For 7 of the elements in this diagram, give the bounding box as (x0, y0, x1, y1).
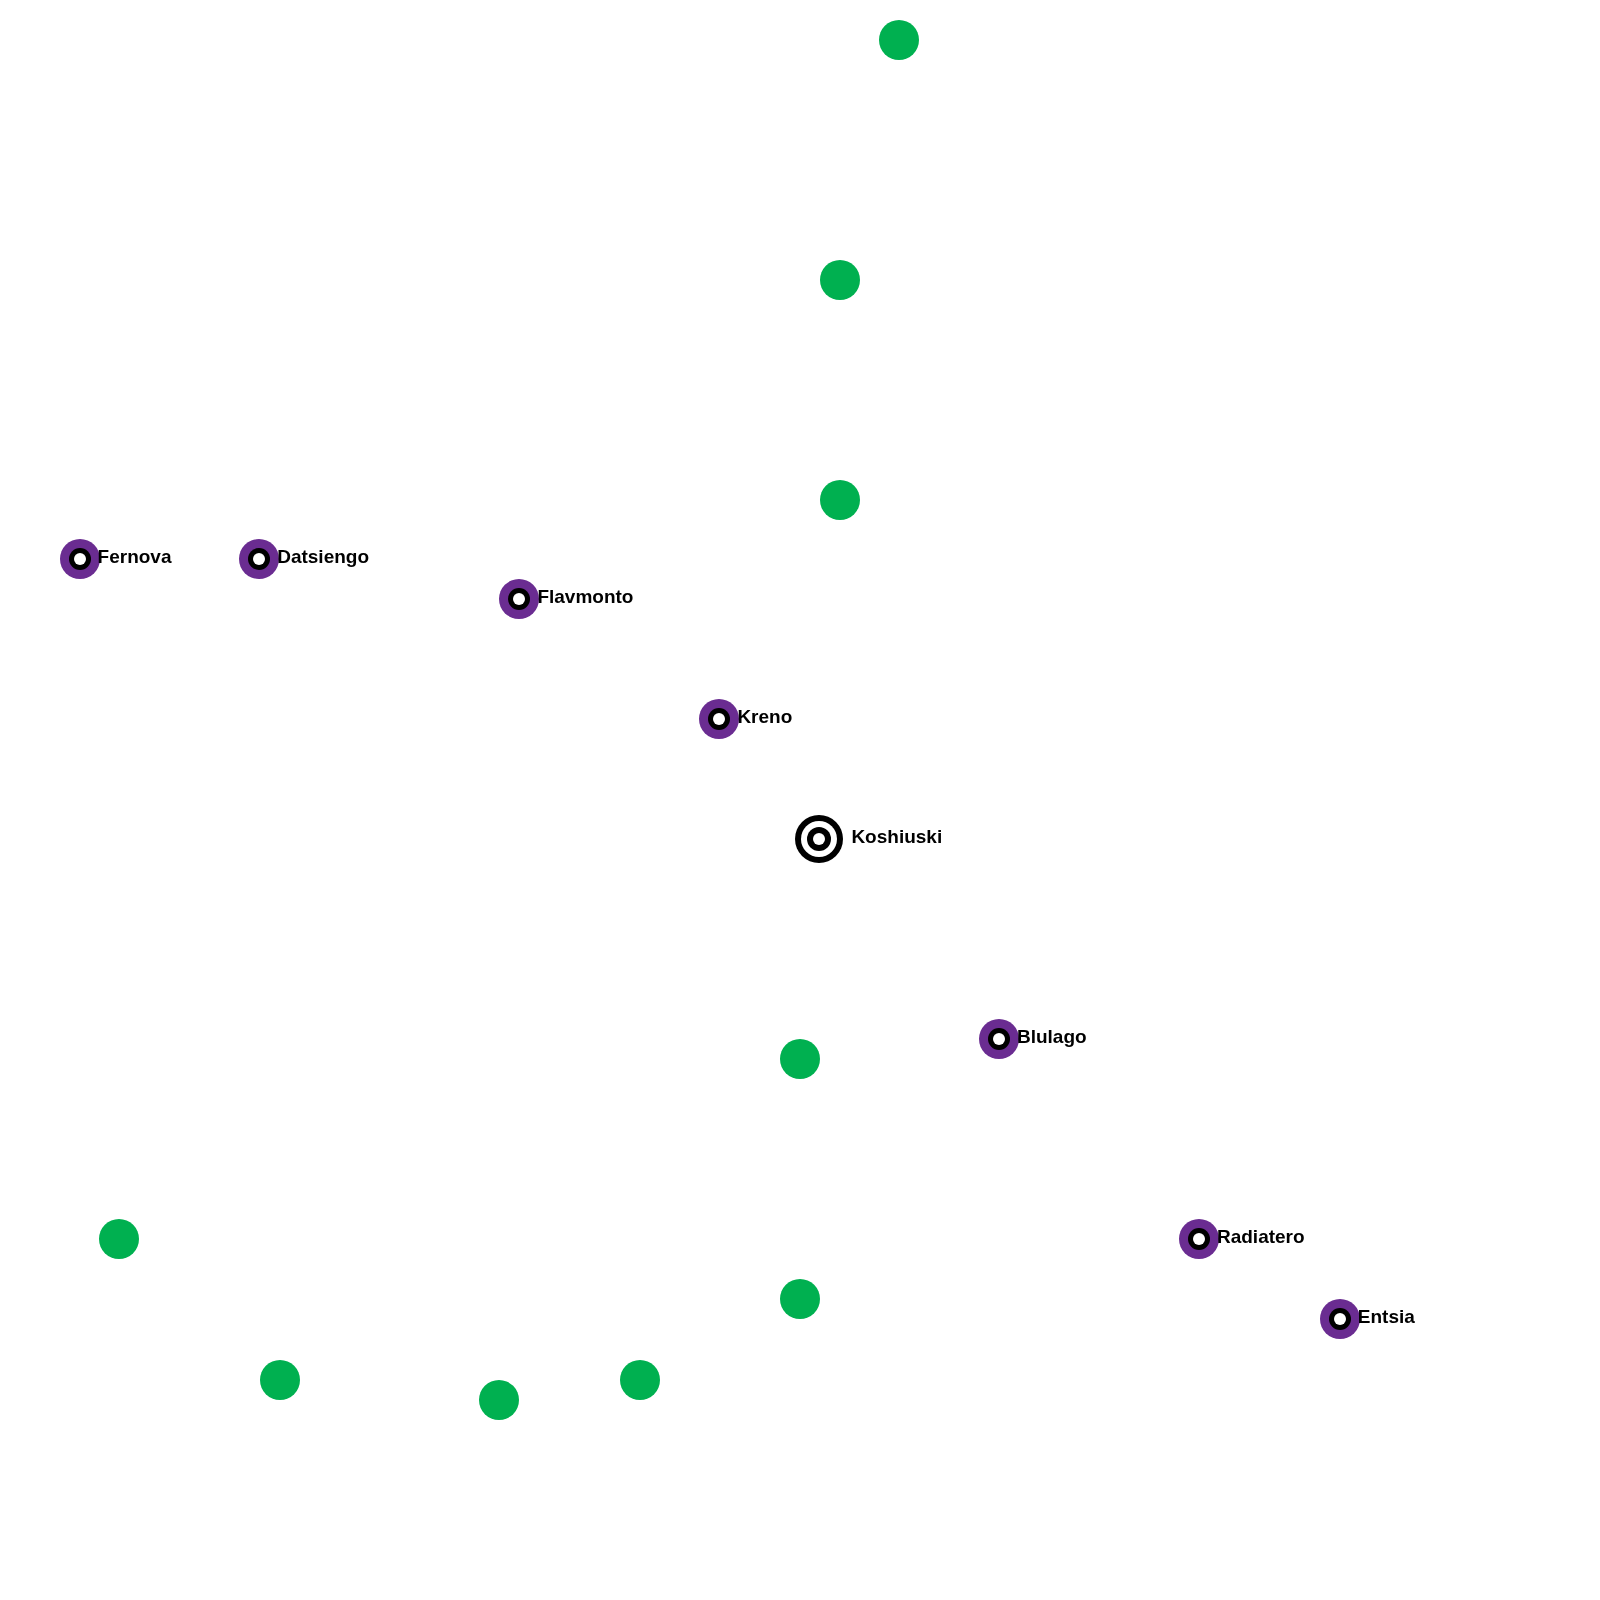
station-label: Kreno (737, 707, 793, 727)
station-label: Blulago (1016, 1026, 1087, 1046)
station-label: Datsiengo (277, 547, 370, 567)
station-label: Flavmonto (537, 586, 634, 606)
station-label: Entsia (1357, 1307, 1415, 1327)
station-label: Koshiuski (851, 826, 943, 846)
station-label: Radiatero (1216, 1226, 1305, 1246)
